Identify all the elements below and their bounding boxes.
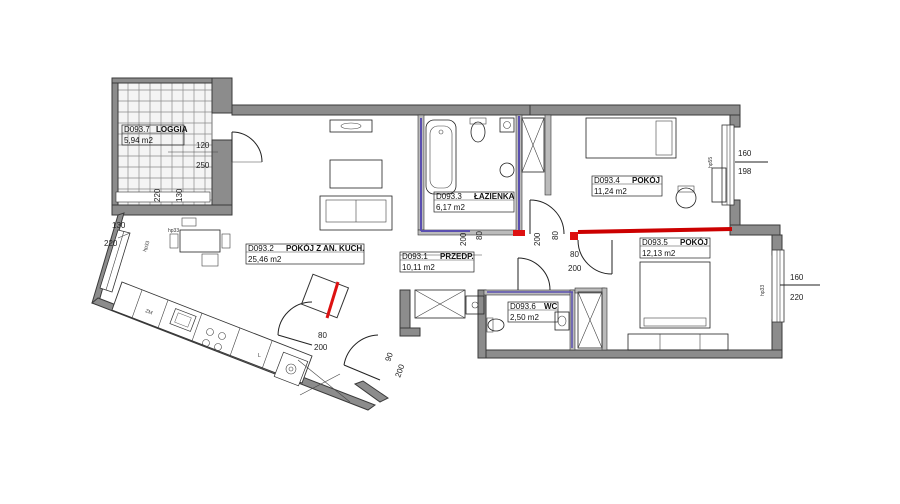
sill-label-loggia: hp33 [168, 228, 179, 234]
dim-loggia-door-w: 120 [196, 141, 210, 150]
sill-label-room4: hp55 [708, 157, 714, 168]
dimension-labels: 120 250 220 130 130 220 160 198 160 220 … [104, 141, 804, 379]
room-label-wc: D093.6 WC 2,50 m2 [507, 301, 559, 323]
windows [99, 124, 785, 323]
room-area: 5,94 m2 [124, 136, 153, 145]
room-code: D093.7 [124, 125, 150, 134]
dim-room5-win-h: 220 [790, 293, 804, 302]
dim-room4-win-w: 160 [738, 149, 752, 158]
dim-loggia-win-h: 130 [175, 188, 184, 202]
room-name: WC [544, 302, 558, 311]
dim-loggia-win-w: 220 [153, 188, 162, 202]
room-code: D093.3 [436, 192, 462, 201]
bathroom-fixtures [425, 117, 545, 195]
room-name: ŁAZIENKA [474, 192, 515, 201]
dimension-lines [117, 151, 820, 286]
room-area: 2,50 m2 [510, 313, 539, 322]
dim-room5-win-w: 160 [790, 273, 804, 282]
dim-room4-door-h: 200 [533, 232, 542, 246]
dishwasher-label: L [258, 353, 261, 359]
sill-label-left: hp33 [142, 240, 151, 253]
dim-entry-door-w: 90 [383, 351, 395, 363]
room-label-living: D093.2 POKÓJ Z AN. KUCH. 25,46 m2 [245, 243, 364, 265]
sill-labels: hp33 hp33 hp55 hp33 [142, 157, 766, 296]
room-name: POKÓJ Z AN. KUCH. [286, 244, 364, 253]
room-label-hall: D093.1 PRZEDP. 10,11 m2 [399, 251, 475, 273]
closets [414, 289, 603, 349]
room-label-loggia: D093.7 LOGGIA 5,94 m2 [121, 124, 188, 146]
room-code: D093.1 [402, 252, 428, 261]
dim-room5-door-h: 200 [568, 264, 582, 273]
interior-walls [417, 114, 733, 351]
bedroom-furniture [585, 117, 729, 351]
sill-label-room5: hp33 [760, 285, 766, 296]
room-area: 11,24 m2 [594, 187, 627, 196]
room-area: 12,13 m2 [642, 249, 676, 258]
room-name: LOGGIA [156, 125, 188, 134]
dim-bath-door-w: 80 [475, 231, 484, 240]
room-code: D093.5 [642, 238, 668, 247]
kitchen-counter: ZM L [111, 281, 351, 403]
wc-fixtures [465, 295, 570, 333]
dim-left-win-h: 220 [104, 239, 118, 248]
room-label-bedroom-1: D093.4 POKÓJ 11,24 m2 [591, 175, 663, 197]
dim-entry-door-h: 200 [393, 363, 406, 379]
room-name: POKÓJ [632, 176, 660, 185]
room-area: 6,17 m2 [436, 203, 465, 212]
room-label-bedroom-2: D093.5 POKÓJ 12,13 m2 [639, 237, 711, 259]
doors [231, 131, 613, 381]
room-name: POKÓJ [680, 238, 708, 247]
dim-loggia-door-h: 250 [196, 161, 210, 170]
room-name: PRZEDP. [440, 252, 474, 261]
dim-room4-door-w: 80 [551, 231, 560, 240]
living-furniture [169, 119, 393, 319]
room-code: D093.6 [510, 302, 536, 311]
fridge-label: ZM [144, 308, 153, 316]
room-code: D093.4 [594, 176, 620, 185]
room-label-bathroom: D093.3 ŁAZIENKA 6,17 m2 [433, 191, 515, 213]
room-area: 25,46 m2 [248, 255, 282, 264]
dim-left-win-w: 130 [112, 221, 126, 230]
room-area: 10,11 m2 [402, 263, 435, 272]
dim-bath-door-h: 200 [459, 232, 468, 246]
room-code: D093.2 [248, 244, 274, 253]
dim-kitchen-door-w: 80 [318, 331, 327, 340]
dim-room4-win-h: 198 [738, 167, 752, 176]
dim-room5-door-w: 80 [570, 250, 579, 259]
dim-kitchen-door-h: 200 [314, 343, 328, 352]
